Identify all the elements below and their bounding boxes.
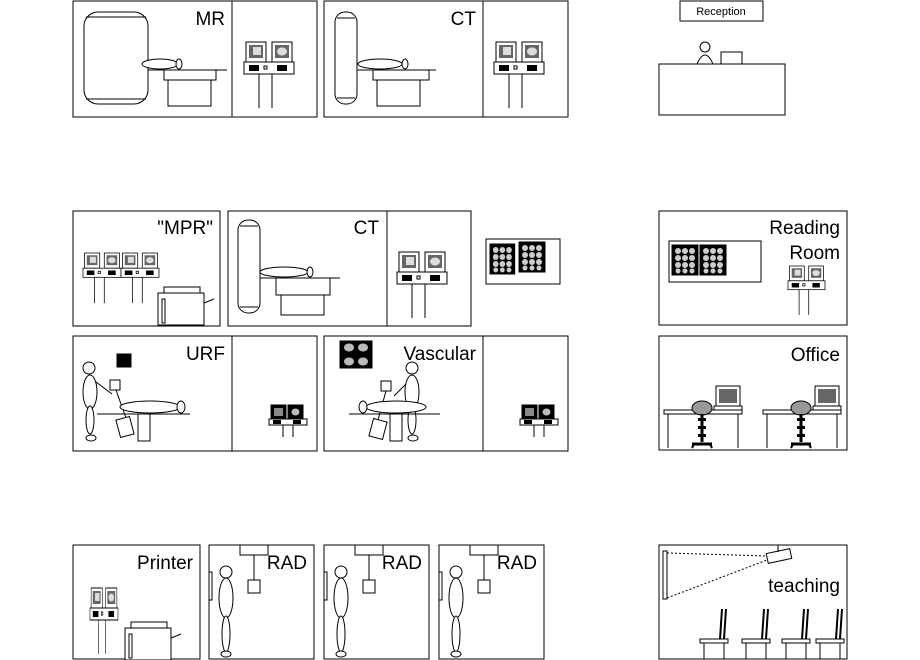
room-reading-label-line2: Room: [789, 243, 840, 264]
rad-3-patient: [448, 565, 464, 658]
lightbox-center-film-1: [489, 243, 516, 275]
lightbox-center-film-2: [518, 241, 546, 273]
room-ct-top-outline: [323, 0, 569, 118]
projection-beam-top: [666, 552, 768, 557]
printer-room-workstation: [89, 587, 119, 655]
rad-2-wall-bucky: [323, 571, 328, 601]
receptionist-head: [699, 41, 711, 53]
reception-sign: [679, 0, 764, 22]
mr-workstation: [243, 41, 295, 109]
office-desk-2: [761, 384, 843, 450]
room-urf-outline: [72, 335, 318, 452]
room-rad-1: RAD: [208, 544, 315, 660]
urf-fluoro-unit: [109, 379, 135, 439]
room-rad-3: RAD: [438, 544, 545, 660]
urf-table-patient: [97, 400, 190, 442]
room-vascular-outline: [323, 335, 569, 452]
room-urf: URF: [72, 335, 318, 452]
room-ct-mid: CT: [227, 210, 472, 327]
office-desk-1: [662, 384, 744, 450]
room-teaching-label: teaching: [768, 576, 840, 597]
mpr-workstation-2: [120, 252, 160, 304]
teaching-chair-2: [741, 608, 771, 660]
projector: [765, 545, 793, 564]
room-mr: MR: [72, 0, 318, 118]
projection-beam-bottom: [666, 559, 768, 599]
ct-mid-workstation: [396, 251, 448, 319]
room-mpr-outline: [72, 210, 221, 327]
room-mr-outline: [72, 0, 318, 118]
room-printer-label: Printer: [137, 553, 194, 574]
room-office-outline: [658, 335, 848, 451]
film-printer: [124, 621, 182, 660]
vascular-staff-person: [393, 361, 420, 442]
rad-3-xray-tube: [469, 544, 499, 594]
urf-workstation: [268, 404, 308, 438]
ct-top-workstation: [493, 41, 545, 109]
rad-1-wall-bucky: [208, 571, 213, 601]
room-reading-outline: [658, 210, 848, 326]
reception-desk: [658, 63, 786, 116]
teaching-chair-3: [781, 608, 811, 660]
room-ct-top: CT: [323, 0, 569, 118]
receptionist-body: [696, 54, 714, 65]
mpr-workstation-1: [82, 252, 122, 304]
ct-scanner-mid: [237, 219, 340, 316]
rad-1-xray-tube: [239, 544, 269, 594]
room-urf-label: URF: [186, 344, 225, 365]
reception-label: Reception: [696, 6, 746, 18]
room-rad-2: RAD: [323, 544, 430, 660]
reading-lightbox-film-2: [699, 244, 727, 276]
reading-workstation: [787, 265, 826, 316]
room-vascular-label: Vascular: [403, 344, 476, 365]
room-rad-3-label: RAD: [497, 553, 537, 574]
room-office: Office: [658, 335, 848, 451]
room-mr-label: MR: [195, 9, 225, 30]
room-office-label: Office: [791, 345, 840, 366]
room-mpr: "MPR": [72, 210, 221, 327]
ct-scanner-top: [334, 11, 436, 107]
room-reading-label-line1: Reading: [769, 218, 840, 239]
room-rad-2-label: RAD: [382, 553, 422, 574]
teaching-chair-4: [815, 608, 845, 660]
room-ct-top-label: CT: [451, 9, 477, 30]
room-vascular: Vascular: [323, 335, 569, 452]
mpr-printer: [157, 286, 215, 326]
lightbox-center-frame: [485, 238, 561, 285]
teaching-chair-1: [699, 608, 729, 660]
rad-3-wall-bucky: [438, 571, 443, 601]
lightbox-center: [485, 238, 561, 285]
mr-scanner: [83, 11, 227, 107]
room-teaching: teaching: [658, 544, 848, 660]
reading-lightbox-frame: [668, 240, 762, 283]
vascular-workstation: [519, 404, 559, 438]
room-teaching-outline: [658, 544, 848, 660]
projection-screen: [662, 550, 668, 600]
vascular-table-patient: [349, 400, 440, 442]
urf-staff-person: [82, 361, 113, 442]
reception-monitor: [720, 51, 743, 65]
rad-1-patient: [218, 565, 234, 658]
room-reading: Reading Room: [658, 210, 848, 326]
urf-wall-monitor: [116, 353, 132, 368]
room-printer: Printer: [72, 544, 201, 660]
vascular-wall-monitors: [339, 340, 373, 369]
rad-2-xray-tube: [354, 544, 384, 594]
room-ct-mid-label: CT: [354, 218, 380, 239]
rad-2-patient: [333, 565, 349, 658]
room-reception: Reception: [658, 0, 786, 116]
reading-lightbox-film-1: [671, 244, 699, 276]
room-ct-mid-outline: [227, 210, 472, 327]
room-mpr-label: "MPR": [157, 218, 213, 239]
room-rad-1-label: RAD: [267, 553, 307, 574]
